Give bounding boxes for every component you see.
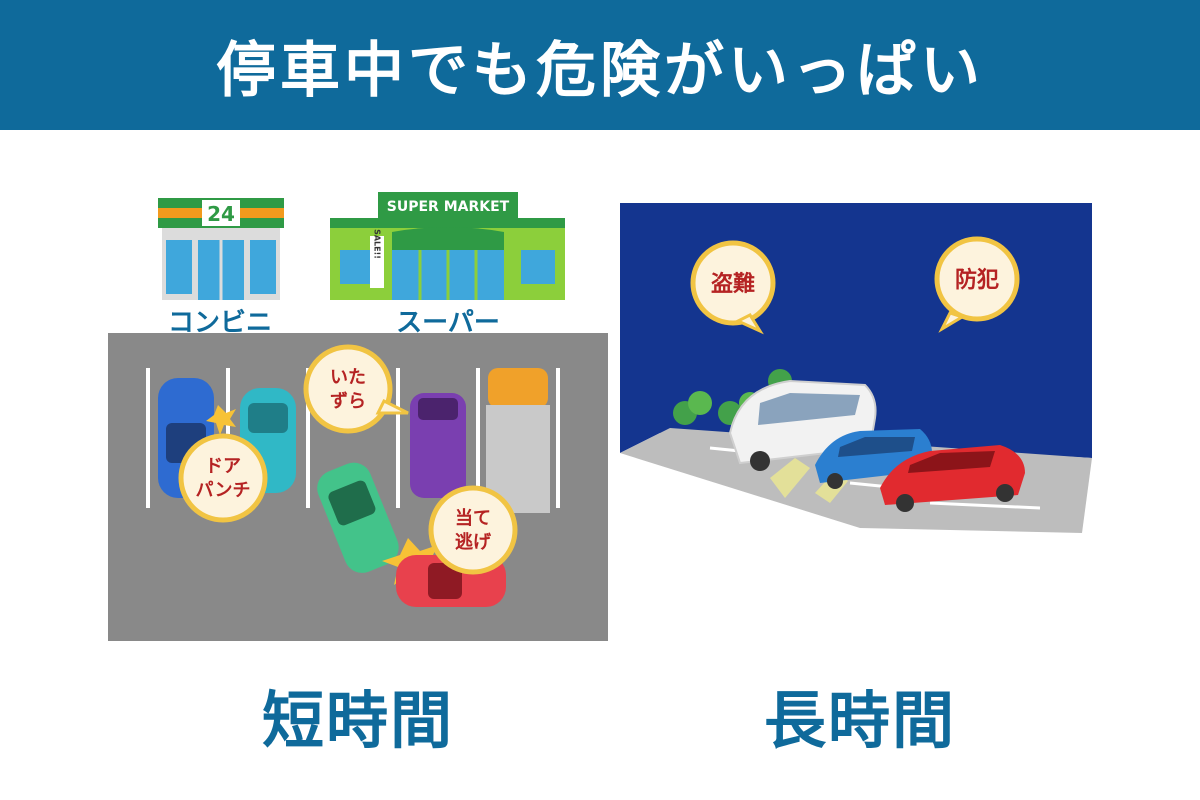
supermarket-icon: SUPER MARKET SALE!! (330, 192, 565, 300)
mischief-text-line2: ずら (330, 391, 366, 412)
crime-prevention-bubble: 防犯 (934, 236, 1020, 333)
short-term-parking-scene: いた ずら ドア パンチ 当て 逃げ (108, 333, 608, 641)
hit-and-run-bubble: 当て 逃げ (428, 485, 518, 575)
supermarket-illustration: SUPER MARKET SALE!! (330, 192, 565, 300)
title-banner: 停車中でも危険がいっぱい (0, 0, 1200, 130)
convenience-store-icon: 24 (158, 198, 284, 300)
green-car (317, 462, 399, 573)
short-term-caption: 短時間 (261, 684, 454, 757)
mischief-text-line1: いた (330, 367, 366, 388)
long-term-parking-scene: 盗難 防犯 (620, 203, 1092, 533)
convenience-sign-number: 24 (207, 202, 235, 226)
supermarket-sign: SUPER MARKET (387, 199, 510, 215)
hit-and-run-text-line2: 逃げ (455, 531, 492, 553)
theft-text: 盗難 (711, 271, 755, 297)
convenience-store-illustration: 24 (158, 198, 284, 300)
orange-truck (486, 368, 550, 513)
theft-bubble: 盗難 (690, 240, 776, 335)
mischief-bubble: いた ずら (303, 344, 409, 434)
page-title: 停車中でも危険がいっぱい (216, 35, 984, 106)
night-red-car (880, 445, 1025, 512)
door-punch-text-line1: ドア (205, 456, 241, 477)
door-punch-spark (206, 405, 236, 435)
sale-sign: SALE!! (373, 229, 382, 259)
long-term-caption: 長時間 (763, 684, 956, 757)
purple-car (410, 393, 466, 498)
hit-and-run-text-line1: 当て (455, 507, 491, 529)
crime-prevention-text: 防犯 (955, 267, 999, 293)
door-punch-bubble: ドア パンチ (178, 433, 268, 523)
door-punch-text-line2: パンチ (196, 480, 251, 501)
